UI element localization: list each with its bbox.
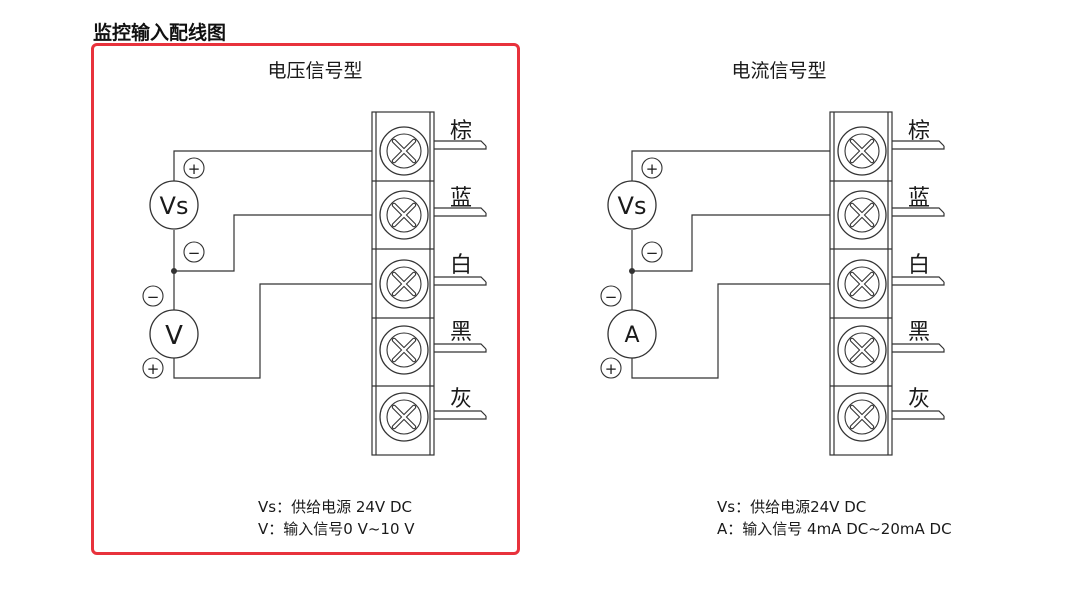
signal-note: A：输入信号 4mA DC~20mA DC [717, 520, 952, 538]
wire-label-black: 黑 [908, 320, 930, 345]
terminal-screw [837, 126, 887, 176]
wire-label-brown: 棕 [450, 119, 472, 144]
terminal-screw [379, 392, 429, 442]
supply-meter [607, 180, 657, 230]
terminal-screw [837, 259, 887, 309]
plus-symbol-text: + [188, 160, 201, 178]
minus-symbol [600, 285, 622, 307]
signal-meter [149, 309, 199, 359]
voltage-diagram-title: 电压信号型 [267, 60, 362, 82]
current-diagram: 电流信号型 [600, 60, 945, 456]
signal-meter-label: V [165, 321, 183, 351]
plus-symbol-text: + [147, 360, 160, 378]
terminal-screw [379, 190, 429, 240]
signal-meter [607, 309, 657, 359]
circuit-wires [631, 150, 830, 379]
signal-meter-label: A [624, 323, 639, 348]
plus-symbol [641, 157, 663, 179]
wire-label-white: 白 [908, 253, 930, 278]
wire-lead [434, 140, 487, 420]
minus-symbol-text: − [646, 244, 659, 262]
terminal-screw [379, 259, 429, 309]
supply-meter [149, 180, 199, 230]
wire-label-blue: 蓝 [450, 186, 472, 211]
wire-lead [892, 140, 945, 420]
page-title: 监控输入配线图 [93, 22, 227, 44]
minus-symbol [641, 241, 663, 263]
supply-note: Vs：供给电源24V DC [717, 498, 867, 516]
junction-dot [629, 268, 635, 274]
circuit-wires [173, 150, 372, 379]
terminal-screw [837, 392, 887, 442]
plus-symbol [600, 357, 622, 379]
wire-label-blue: 蓝 [908, 186, 930, 211]
wire-label-gray: 灰 [450, 387, 472, 412]
wire-label-white: 白 [450, 253, 472, 278]
wire-label-black: 黑 [450, 320, 472, 345]
minus-symbol-text: − [188, 244, 201, 262]
terminal-screw [379, 325, 429, 375]
minus-symbol [142, 285, 164, 307]
highlight-frame [91, 43, 520, 555]
plus-symbol [142, 357, 164, 379]
plus-symbol [183, 157, 205, 179]
supply-meter-label: Vs [618, 192, 647, 220]
terminal-screw [379, 126, 429, 176]
plus-symbol-text: + [646, 160, 659, 178]
supply-meter-label: Vs [160, 192, 189, 220]
terminal-screw [837, 325, 887, 375]
current-diagram-title: 电流信号型 [731, 60, 826, 82]
minus-symbol [183, 241, 205, 263]
plus-symbol-text: + [605, 360, 618, 378]
terminal-screw [837, 190, 887, 240]
supply-note: Vs：供给电源 24V DC [258, 498, 412, 516]
current-notes: Vs：供给电源24V DC A：输入信号 4mA DC~20mA DC [717, 496, 952, 540]
minus-symbol-text: − [605, 288, 618, 306]
wire-label-gray: 灰 [908, 387, 930, 412]
junction-dot [171, 268, 177, 274]
minus-symbol-text: − [147, 288, 160, 306]
voltage-diagram: 电压信号型 [142, 60, 487, 456]
signal-note: V：输入信号0 V~10 V [258, 520, 415, 538]
wire-label-brown: 棕 [908, 119, 930, 144]
voltage-notes: Vs：供给电源 24V DC V：输入信号0 V~10 V [258, 496, 415, 540]
